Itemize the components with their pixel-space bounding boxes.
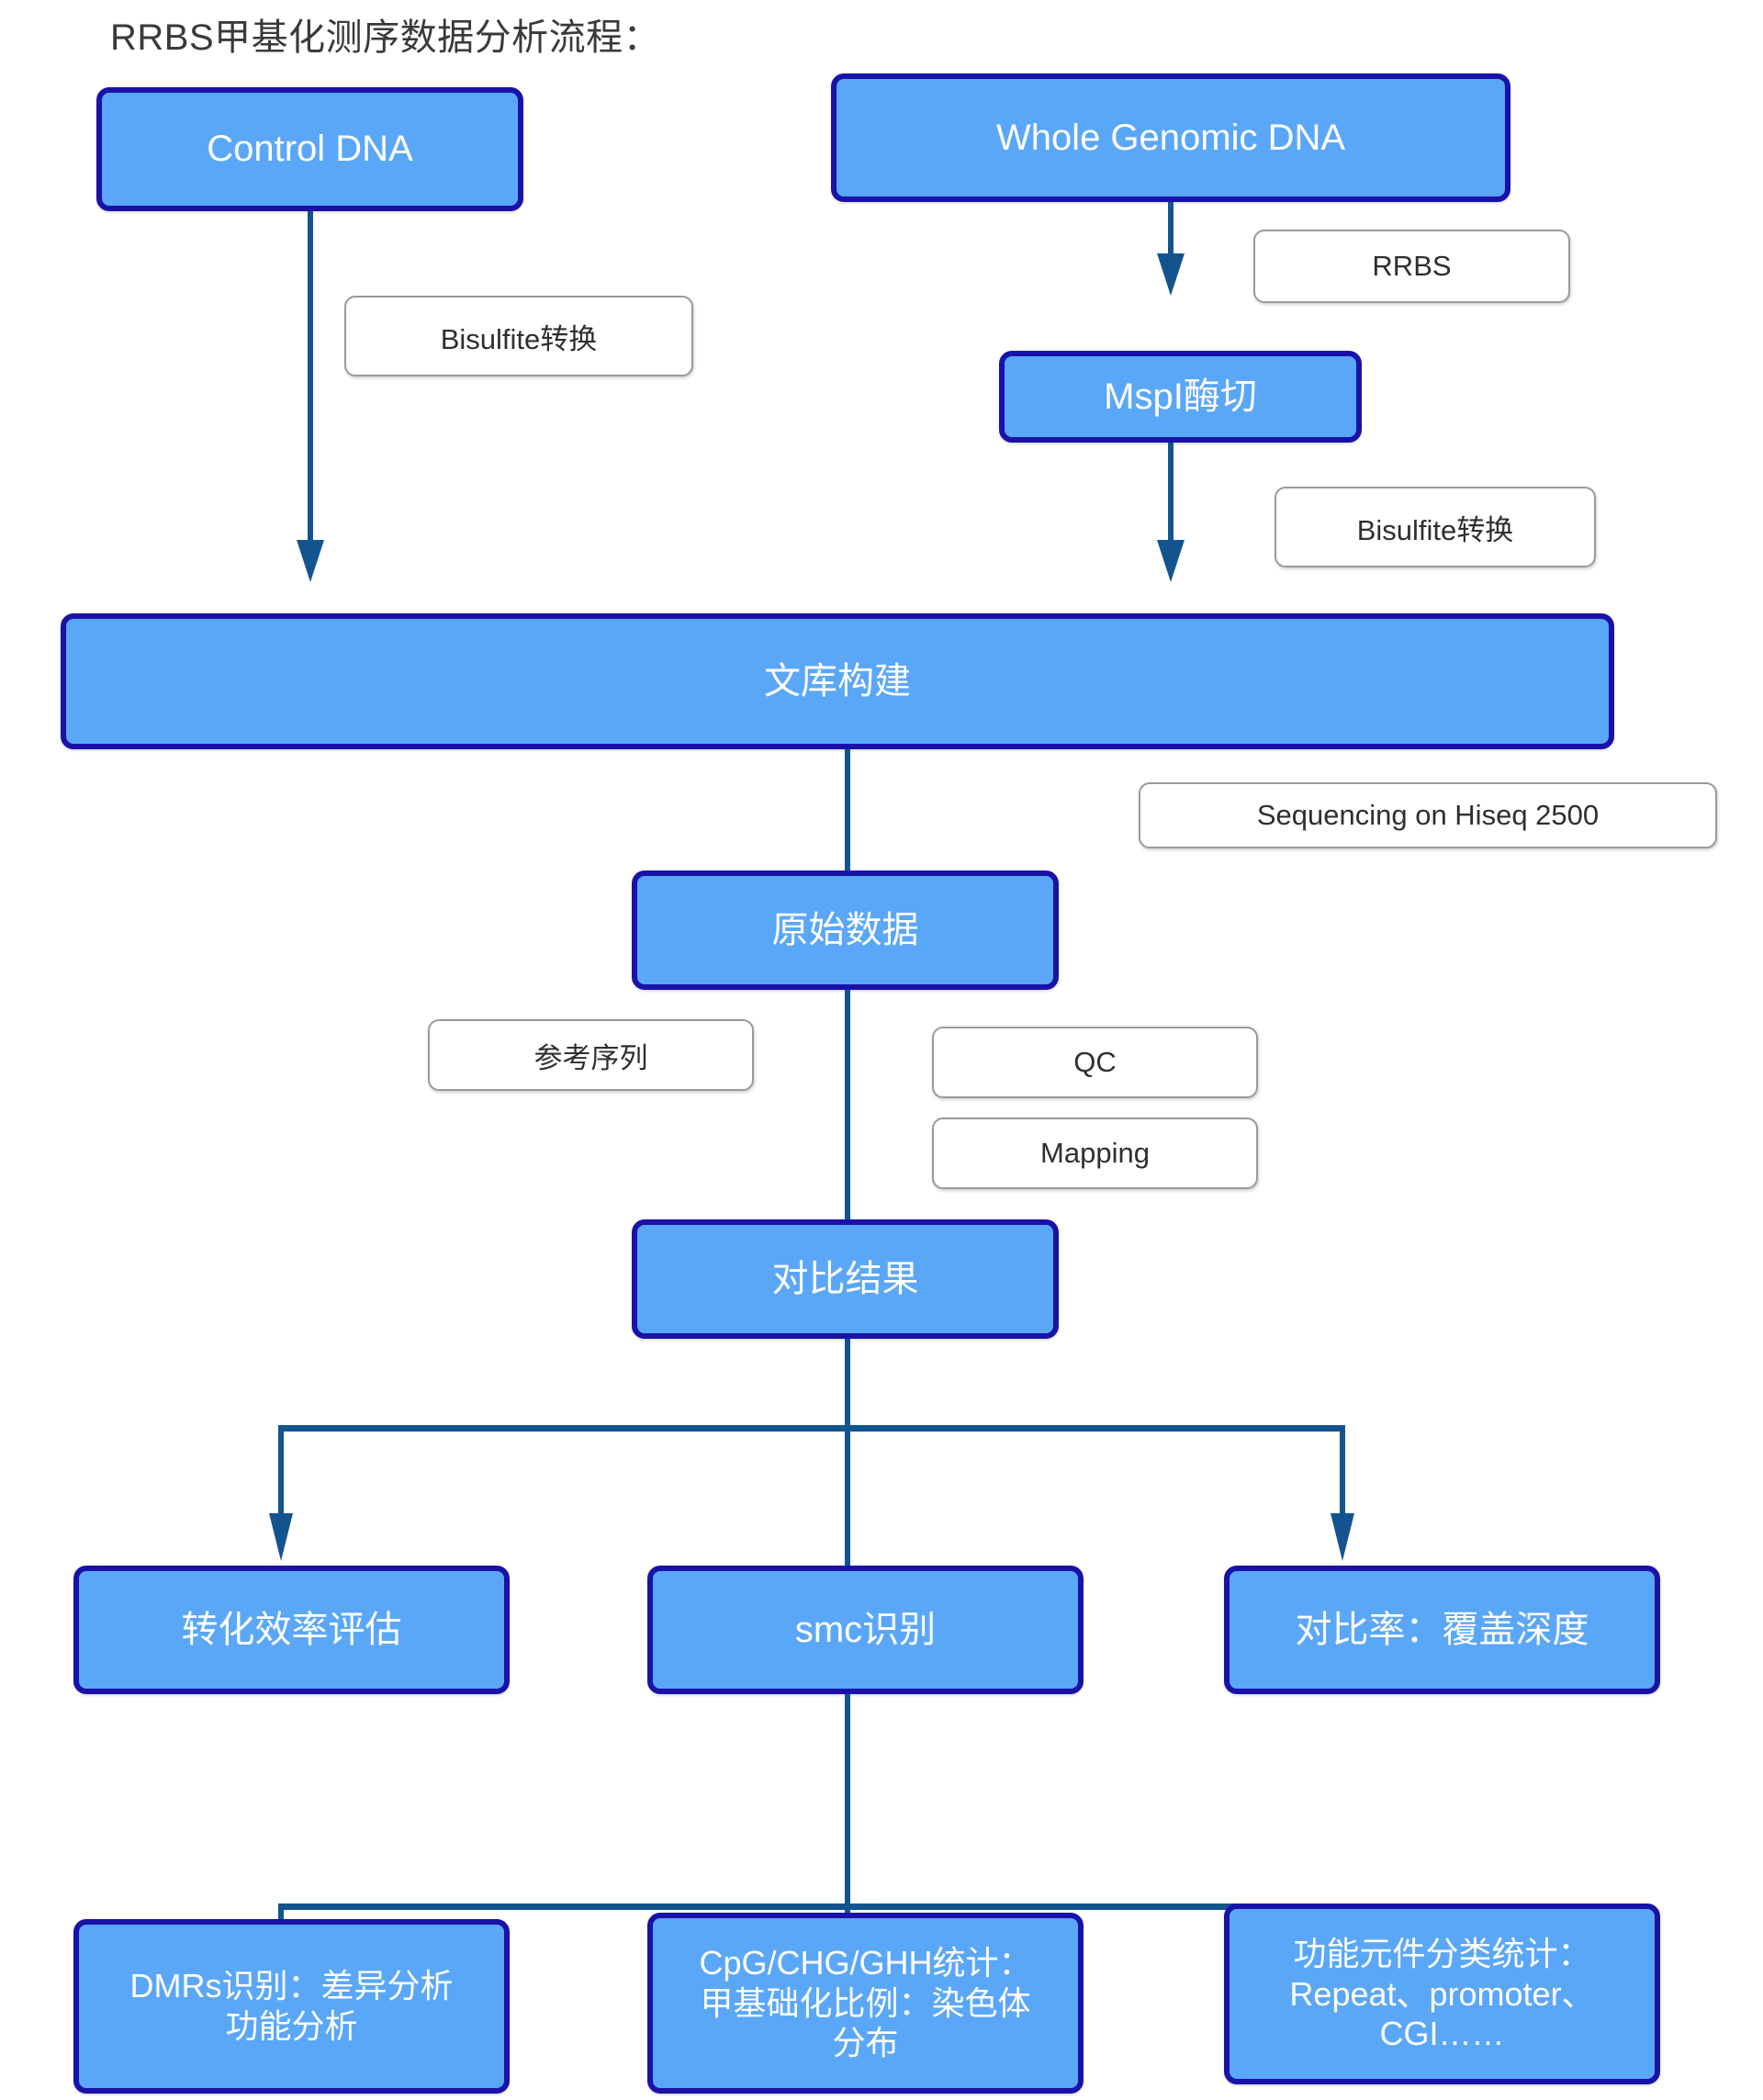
annotation-bisulfite-left-label: Bisulfite转换 (440, 322, 598, 355)
annotation-reference-sequence[interactable]: 参考序列 (428, 1019, 754, 1091)
node-smc-identification[interactable]: smc识别 (647, 1566, 1084, 1694)
connector-mspi-to-library (1168, 443, 1173, 542)
node-functional-line2: Repeat、promoter、 (1289, 1974, 1595, 2013)
annotation-sequencing[interactable]: Sequencing on Hiseq 2500 (1139, 782, 1717, 848)
node-cpg-line3: 分布 (832, 2024, 899, 2062)
node-control-dna[interactable]: Control DNA (96, 87, 523, 211)
node-cpg-line1: CpG/CHG/GHH统计： (699, 1943, 1032, 1982)
node-raw-data-label: 原始数据 (771, 909, 919, 950)
node-control-dna-label: Control DNA (207, 129, 413, 170)
node-library-construction-label: 文库构建 (764, 660, 911, 702)
annotation-mapping-label: Mapping (1040, 1137, 1150, 1169)
arrow-genomic-to-mspi (1157, 253, 1185, 296)
annotation-qc[interactable]: QC (932, 1027, 1258, 1098)
node-cpg-statistics[interactable]: CpG/CHG/GHH统计： 甲基础化比例：染色体 分布 (647, 1913, 1084, 2094)
connector-branch-right-mapping-rate (1340, 1425, 1345, 1517)
connector-control-to-library (308, 211, 313, 549)
annotation-reference-sequence-label: 参考序列 (533, 1041, 648, 1074)
annotation-qc-label: QC (1073, 1046, 1117, 1078)
node-smc-identification-label: smc识别 (794, 1609, 937, 1650)
annotation-sequencing-label: Sequencing on Hiseq 2500 (1256, 799, 1600, 831)
annotation-bisulfite-right[interactable]: Bisulfite转换 (1275, 487, 1596, 567)
connector-library-to-rawdata (845, 749, 850, 870)
arrow-mspi-to-library (1157, 540, 1185, 582)
node-whole-genomic-dna[interactable]: Whole Genomic DNA (831, 73, 1510, 202)
node-dmrs-line1: DMRs识别：差异分析 (129, 1967, 454, 2005)
annotation-mapping[interactable]: Mapping (932, 1117, 1258, 1189)
node-dmrs-line2: 功能分析 (225, 2007, 358, 2045)
node-library-construction[interactable]: 文库构建 (61, 613, 1614, 749)
connector-branch-left-conversion (278, 1425, 284, 1517)
node-conversion-efficiency[interactable]: 转化效率评估 (73, 1566, 510, 1694)
node-dmrs-identification[interactable]: DMRs识别：差异分析 功能分析 (73, 1919, 510, 2094)
annotation-bisulfite-left[interactable]: Bisulfite转换 (344, 296, 693, 376)
node-cpg-line2: 甲基础化比例：染色体 (700, 1983, 1031, 2022)
node-functional-line3: CGI…… (1379, 2015, 1505, 2053)
page-title: RRBS甲基化测序数据分析流程： (110, 17, 661, 58)
branch-bar-alignment (278, 1425, 1345, 1432)
arrow-to-mapping-rate (1331, 1513, 1354, 1561)
node-raw-data[interactable]: 原始数据 (632, 870, 1059, 990)
node-alignment-result[interactable]: 对比结果 (632, 1219, 1059, 1339)
node-mspi-digest-label: MspI酶切 (1104, 376, 1257, 417)
node-conversion-efficiency-label: 转化效率评估 (181, 1609, 402, 1650)
connector-alignment-down (845, 1339, 850, 1568)
arrow-to-conversion-efficiency (269, 1513, 293, 1561)
node-whole-genomic-dna-label: Whole Genomic DNA (995, 117, 1346, 158)
branch-bar-smc (278, 1903, 1345, 1910)
node-functional-line1: 功能元件分类统计： (1293, 1934, 1591, 1972)
annotation-rrbs-label: RRBS (1372, 250, 1452, 282)
connector-smc-down (845, 1694, 850, 1928)
node-mapping-rate-depth[interactable]: 对比率：覆盖深度 (1224, 1566, 1660, 1694)
node-mapping-rate-depth-label: 对比率：覆盖深度 (1295, 1609, 1589, 1650)
node-mspi-digest[interactable]: MspI酶切 (999, 351, 1362, 443)
node-alignment-result-label: 对比结果 (771, 1258, 919, 1299)
connector-rawdata-to-alignment (845, 990, 850, 1219)
node-functional-element-statistics[interactable]: 功能元件分类统计： Repeat、promoter、 CGI…… (1224, 1903, 1660, 2084)
arrow-control-to-library (297, 540, 324, 582)
annotation-bisulfite-right-label: Bisulfite转换 (1356, 513, 1514, 546)
annotation-rrbs[interactable]: RRBS (1253, 230, 1570, 303)
connector-genomic-to-mspi (1168, 202, 1173, 257)
